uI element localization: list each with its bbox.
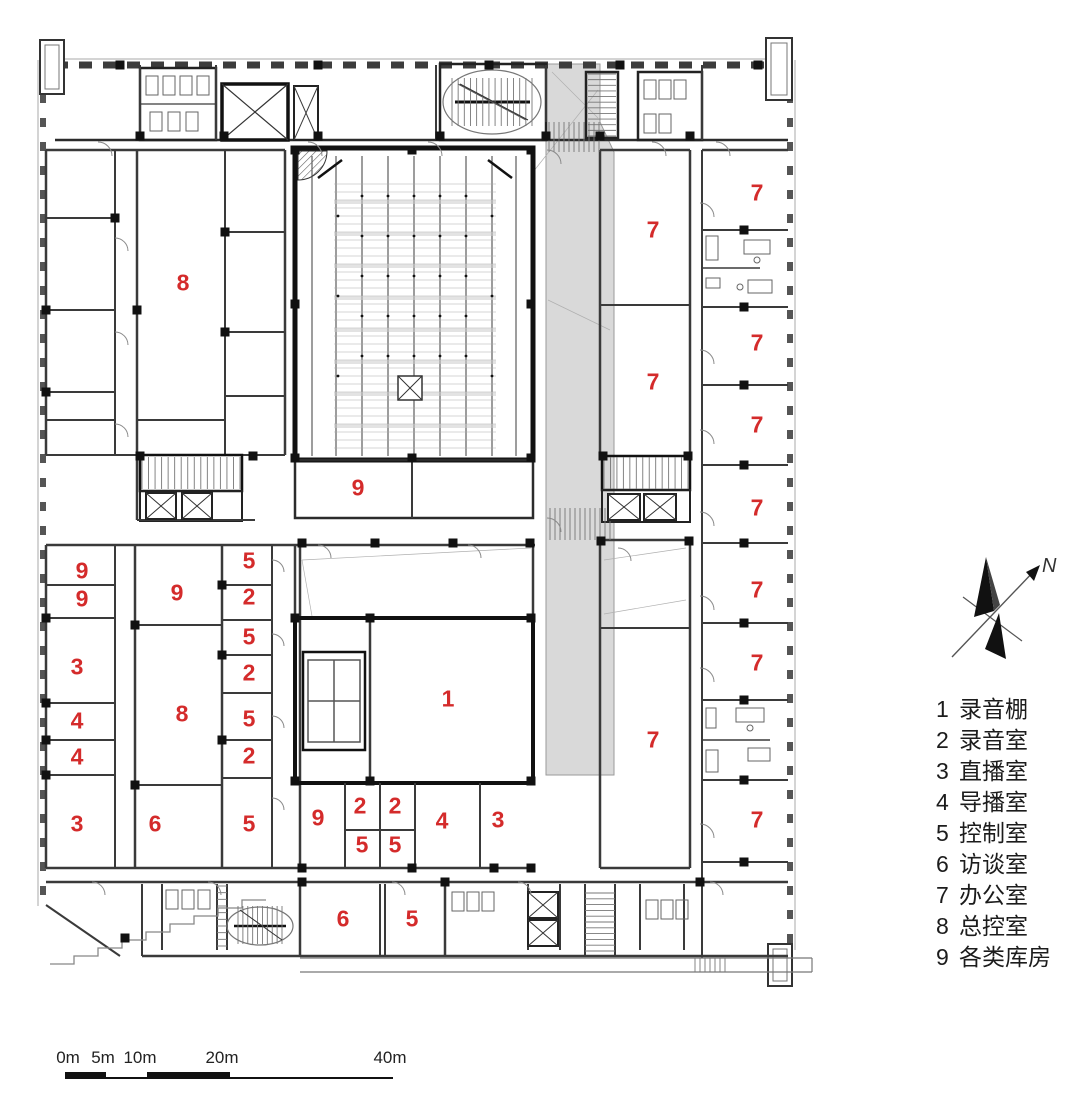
legend-item: 9 各类库房 [936, 942, 1051, 973]
room-number-7: 7 [750, 179, 764, 206]
room-number-5: 5 [388, 831, 402, 858]
legend-item-number: 9 [936, 944, 949, 970]
room-number-2: 2 [242, 742, 256, 769]
room-number-5: 5 [405, 905, 419, 932]
room-number-2: 2 [388, 792, 402, 819]
room-number-9: 9 [170, 579, 184, 606]
room-number-7: 7 [646, 726, 660, 753]
legend-item-name: 访谈室 [959, 851, 1028, 877]
room-number-4: 4 [70, 707, 84, 734]
legend-item-name: 总控室 [959, 913, 1028, 939]
legend-item-number: 8 [936, 913, 949, 939]
building-envelope [37, 37, 796, 987]
room-number-7: 7 [646, 368, 660, 395]
north-label: N [1042, 555, 1057, 577]
legend-item: 7 办公室 [936, 880, 1051, 911]
room-number-2: 2 [242, 659, 256, 686]
scale-label: 40m [373, 1048, 407, 1067]
room-number-7: 7 [750, 329, 764, 356]
room-number-5: 5 [242, 623, 256, 650]
legend-item: 6 访谈室 [936, 849, 1051, 880]
office-furniture [705, 235, 773, 773]
room-number-3: 3 [491, 806, 505, 833]
room-number-5: 5 [355, 831, 369, 858]
room-number-4: 4 [435, 807, 449, 834]
legend-item-name: 各类库房 [959, 944, 1051, 970]
legend-item-number: 4 [936, 789, 949, 815]
legend-item: 8 总控室 [936, 911, 1051, 942]
room-number-4: 4 [70, 743, 84, 770]
legend-item-name: 录音棚 [959, 696, 1028, 722]
interior-walls [44, 62, 813, 973]
scale-seg [230, 1077, 393, 1079]
room-number-7: 7 [750, 806, 764, 833]
room-number-5: 5 [242, 547, 256, 574]
legend-item-name: 直播室 [959, 758, 1028, 784]
room-number-2: 2 [242, 583, 256, 610]
room-legend: 1 录音棚 2 录音室 3 直播室 4 导播室 5 控制室 6 访谈室 7 办公室 8 总控室 9 各类库房 [936, 694, 1051, 973]
legend-item: 5 控制室 [936, 818, 1051, 849]
room-number-5: 5 [242, 810, 256, 837]
scale-seg [65, 1072, 106, 1079]
legend-item-number: 2 [936, 727, 949, 753]
scale-label: 10m [123, 1048, 157, 1067]
door-swings [91, 141, 731, 896]
room-number-7: 7 [750, 494, 764, 521]
scale-label: 0m [56, 1048, 80, 1067]
legend-item-name: 导播室 [959, 789, 1028, 815]
room-number-9: 9 [75, 557, 89, 584]
scale-label: 20m [205, 1048, 239, 1067]
room-number-9: 9 [311, 804, 325, 831]
room-number-3: 3 [70, 810, 84, 837]
scale-bar: 0m 5m 10m 20m 40m [55, 1048, 415, 1092]
legend-item-name: 办公室 [959, 882, 1028, 908]
room-number-5: 5 [242, 705, 256, 732]
legend-item-number: 6 [936, 851, 949, 877]
atrium-corridor [545, 63, 615, 776]
room-number-7: 7 [646, 216, 660, 243]
room-number-7: 7 [750, 649, 764, 676]
room-number-1: 1 [441, 685, 455, 712]
legend-item: 2 录音室 [936, 725, 1051, 756]
room-number-9: 9 [351, 474, 365, 501]
legend-item-name: 控制室 [959, 820, 1028, 846]
room-number-6: 6 [336, 905, 350, 932]
legend-item-number: 3 [936, 758, 949, 784]
legend-item: 4 导播室 [936, 787, 1051, 818]
room-number-2: 2 [353, 792, 367, 819]
elevator-shafts [145, 492, 677, 947]
room-number-3: 3 [70, 653, 84, 680]
studio-hall [292, 145, 536, 463]
scale-seg [106, 1077, 147, 1079]
room-number-7: 7 [750, 411, 764, 438]
structural-columns [41, 60, 763, 943]
room-number-8: 8 [175, 700, 189, 727]
room-number-7: 7 [750, 576, 764, 603]
north-arrow: N [951, 555, 1057, 659]
room-number-6: 6 [148, 810, 162, 837]
toilet-fixtures [145, 75, 689, 920]
legend-item-name: 录音室 [959, 727, 1028, 753]
room-number-8: 8 [176, 269, 190, 296]
room-number-9: 9 [75, 585, 89, 612]
legend-item-number: 1 [936, 696, 949, 722]
legend-item: 1 录音棚 [936, 694, 1051, 725]
scale-label: 5m [91, 1048, 115, 1067]
exterior-steps [50, 899, 266, 965]
legend-item: 3 直播室 [936, 756, 1051, 787]
legend-item-number: 7 [936, 882, 949, 908]
scale-seg [147, 1072, 230, 1079]
legend-item-number: 5 [936, 820, 949, 846]
stair-treads [141, 73, 726, 972]
